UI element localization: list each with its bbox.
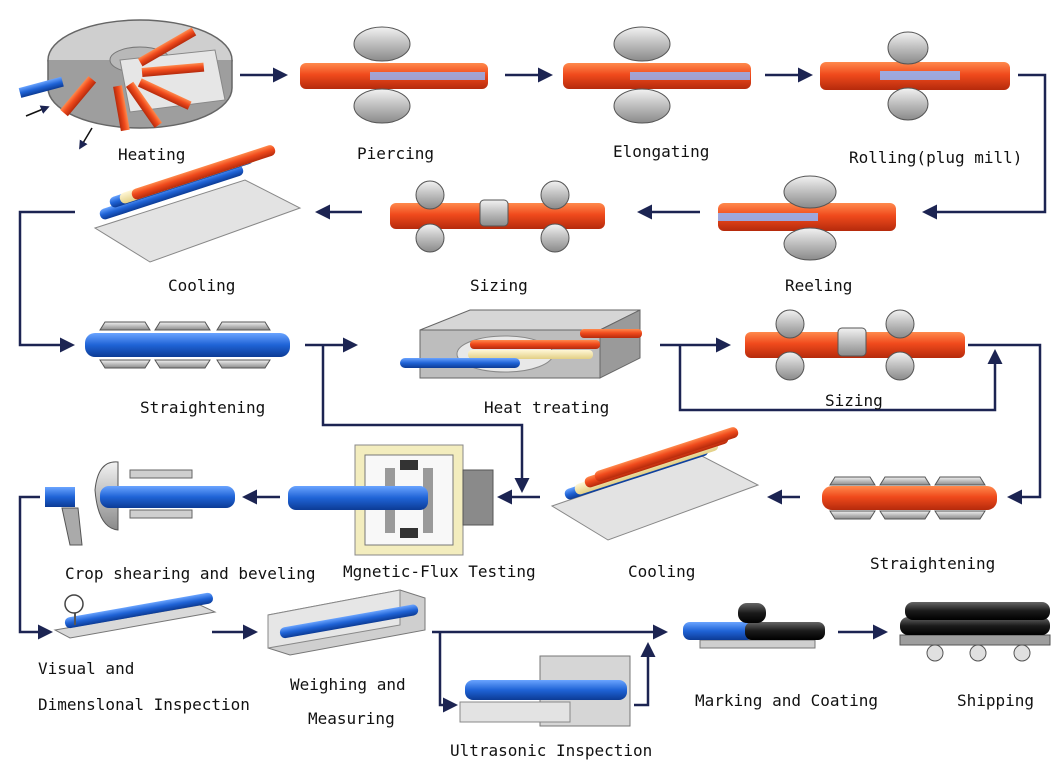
arrow-right-icon <box>438 632 458 713</box>
step-label-weighing-2: Measuring <box>308 709 395 728</box>
piercing-machine <box>300 26 488 124</box>
ultrasonic-station <box>459 655 631 727</box>
crop-shearing-machine <box>45 461 235 546</box>
step-label-ultrasonic: Ultrasonic Inspection <box>450 741 653 760</box>
shipping-cart <box>899 602 1051 662</box>
marking-coating-station <box>683 603 825 649</box>
step-label-visual-1: Visual and <box>38 659 135 678</box>
visual-inspection-station <box>53 592 217 639</box>
wheel-icon <box>1013 644 1031 662</box>
step-label-cooling-1: Cooling <box>168 276 236 295</box>
elongating-machine <box>563 26 751 124</box>
step-label-visual-2: Dimenslonal Inspection <box>38 695 250 714</box>
step-label-straightening-1: Straightening <box>140 398 266 417</box>
straightening-machine-2 <box>822 476 997 520</box>
straightening-machine <box>85 321 290 369</box>
heat-treating-furnace <box>400 309 642 379</box>
step-label-elongating: Elongating <box>613 142 710 161</box>
step-label-rolling: Rolling(plug mill) <box>849 148 1023 167</box>
plug-mill <box>820 31 1010 121</box>
step-label-shipping: Shipping <box>957 691 1035 710</box>
arrow-down-icon <box>321 345 530 493</box>
sizing-machine-2 <box>745 309 965 381</box>
step-label-flux-testing: Mgnetic-Flux Testing <box>343 562 536 581</box>
sizing-machine <box>390 180 605 253</box>
wheel-icon <box>926 644 944 662</box>
flux-testing-machine <box>288 444 494 556</box>
step-label-reeling: Reeling <box>785 276 853 295</box>
step-label-weighing-1: Weighing and <box>290 675 406 694</box>
wheel-icon <box>969 644 987 662</box>
arrow-right-icon <box>18 210 75 353</box>
arrow-left-icon <box>922 73 1047 220</box>
weighing-station <box>267 589 426 656</box>
step-label-sizing-1: Sizing <box>470 276 528 295</box>
arrow-up-icon <box>634 642 656 707</box>
gauge-icon <box>64 594 84 614</box>
step-label-marking: Marking and Coating <box>695 691 879 710</box>
step-label-straightening-2: Straightening <box>870 554 996 573</box>
step-label-crop-shearing: Crop shearing and beveling <box>65 564 316 583</box>
arrow-right-icon <box>18 495 53 640</box>
step-label-sizing-2: Sizing <box>825 391 883 410</box>
step-label-piercing: Piercing <box>357 144 435 163</box>
step-label-heat-treating: Heat treating <box>484 398 610 417</box>
reeling-machine <box>718 175 896 261</box>
cooling-bed <box>93 145 302 263</box>
arrow-up-icon <box>678 345 1003 412</box>
cooling-bed-2 <box>550 427 760 541</box>
step-label-heating: Heating <box>118 145 186 164</box>
furnace-icon <box>18 19 233 150</box>
arrow-left-icon <box>968 343 1042 505</box>
step-label-cooling-2: Cooling <box>628 562 696 581</box>
